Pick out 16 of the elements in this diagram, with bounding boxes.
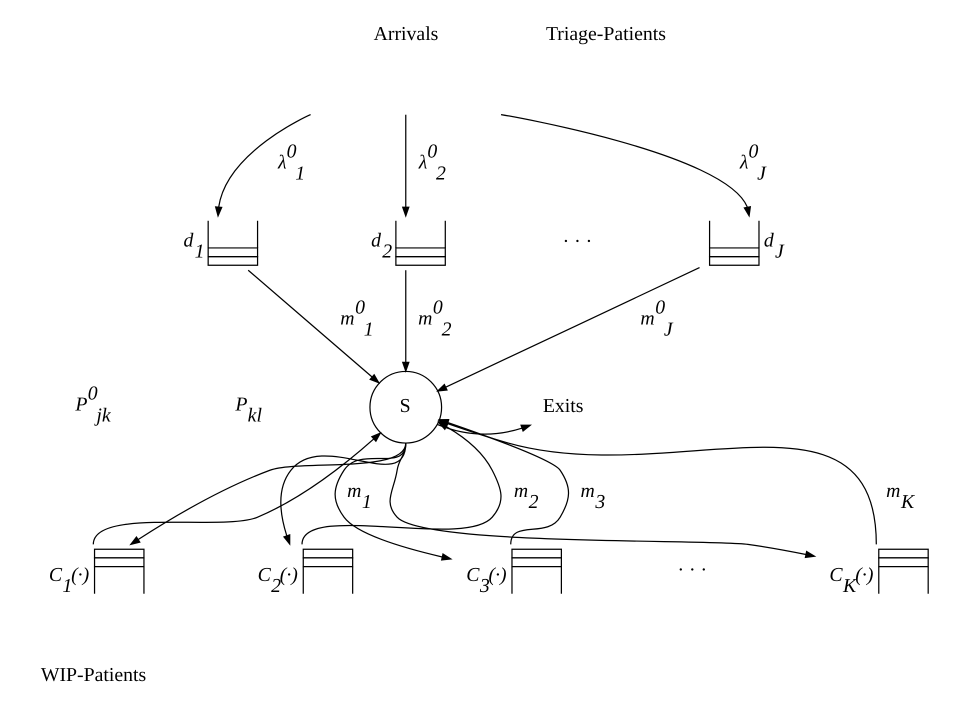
label: Arrivals (374, 23, 438, 46)
label: · · · (677, 559, 708, 582)
arrow (402, 270, 410, 373)
arrow (390, 443, 816, 558)
arrow (214, 114, 311, 218)
arrow (436, 267, 700, 392)
arrow (334, 442, 453, 561)
label: · · · (562, 230, 592, 253)
arrow (402, 114, 410, 218)
node-text: Exits (542, 394, 584, 417)
label: Triage-Patients (546, 23, 666, 46)
arrow (500, 114, 752, 218)
arrow (248, 270, 380, 384)
arrow (437, 424, 532, 435)
arrow (92, 432, 382, 545)
label: WIP-Patients (40, 664, 146, 686)
